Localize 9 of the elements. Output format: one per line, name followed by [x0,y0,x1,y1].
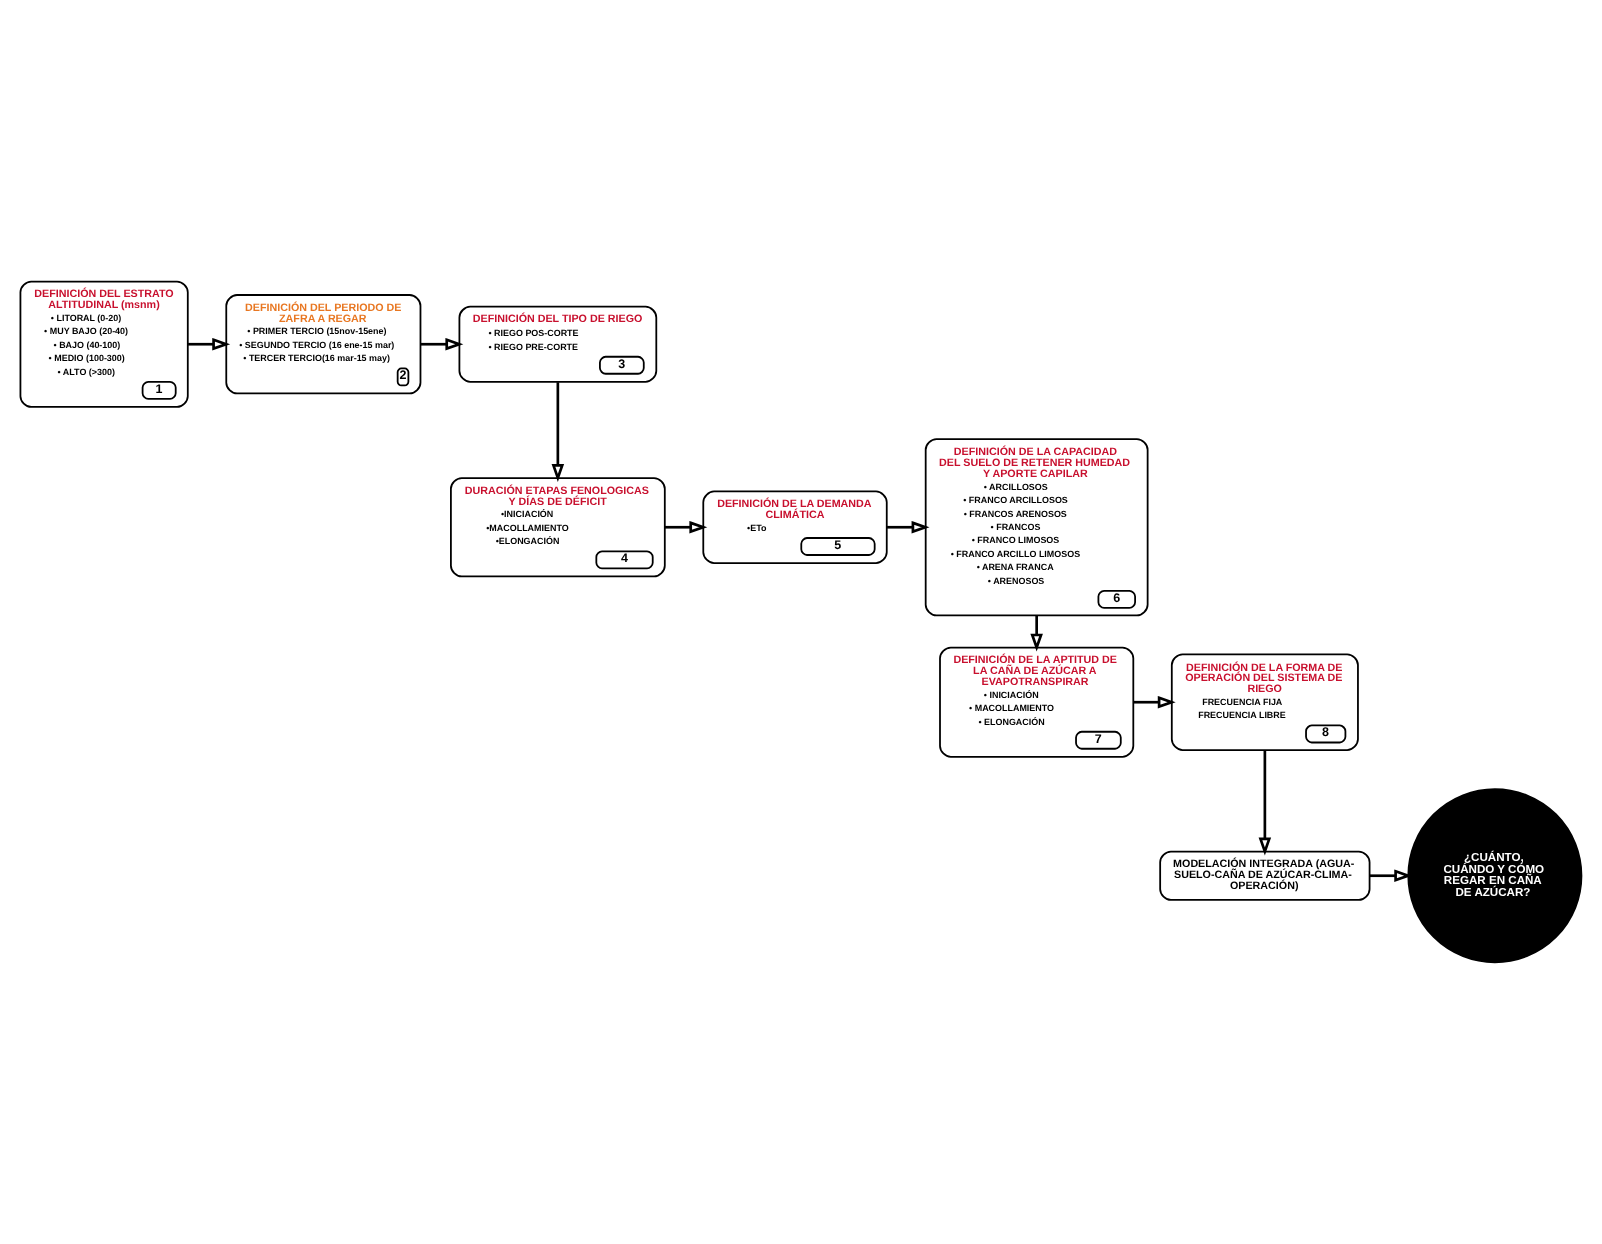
arrow [551,382,565,482]
arrow [188,337,231,351]
arrow [1369,869,1413,882]
arrow [420,337,464,351]
arrow [886,520,930,534]
arrow [664,520,708,534]
arrow [1030,615,1043,652]
arrow [1258,750,1272,856]
arrow [1133,695,1176,709]
